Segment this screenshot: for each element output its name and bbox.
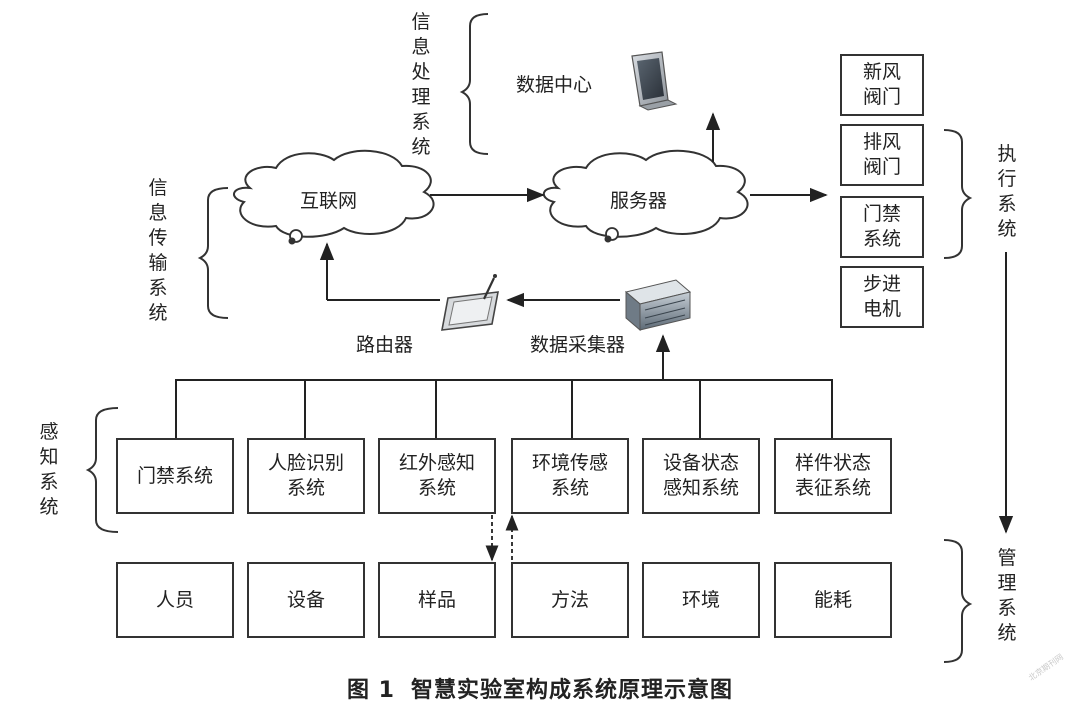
exec-exhaust-valve: 排风阀门 xyxy=(840,124,924,186)
management-label: 管理系统 xyxy=(997,547,1017,644)
perception-environment-sensing: 环境传感系统 xyxy=(511,438,629,514)
management-equipment: 设备 xyxy=(247,562,365,638)
perception-bus xyxy=(175,379,833,438)
collector-icon xyxy=(624,279,692,332)
cloud-internet xyxy=(233,149,435,245)
perception-infrared: 红外感知系统 xyxy=(378,438,496,514)
management-methods: 方法 xyxy=(511,562,629,638)
figure-number: 图 1 xyxy=(347,678,395,703)
cloud-server xyxy=(543,149,749,243)
bracket-execution xyxy=(943,129,973,259)
router-label: 路由器 xyxy=(356,334,414,356)
data-center-label: 数据中心 xyxy=(516,74,593,96)
bracket-perception xyxy=(85,407,119,533)
exec-stepper-motor: 步进电机 xyxy=(840,266,924,328)
internet-label: 互联网 xyxy=(300,190,358,212)
perception-face-recognition: 人脸识别系统 xyxy=(247,438,365,514)
figure-caption: 图 1 智慧实验室构成系统原理示意图 xyxy=(0,672,1080,704)
bracket-info-transmission xyxy=(197,187,229,319)
router-icon xyxy=(441,274,499,331)
info-transmission-label: 信息传输系统 xyxy=(148,177,168,324)
perception-label: 感知系统 xyxy=(39,421,59,518)
perception-sample-status: 样件状态表征系统 xyxy=(774,438,892,514)
management-environment: 环境 xyxy=(642,562,760,638)
execution-label: 执行系统 xyxy=(997,143,1017,240)
server-label: 服务器 xyxy=(610,190,668,212)
exec-fresh-air-valve: 新风阀门 xyxy=(840,54,924,116)
perception-device-status: 设备状态感知系统 xyxy=(642,438,760,514)
bracket-management xyxy=(943,539,973,663)
management-energy: 能耗 xyxy=(774,562,892,638)
management-personnel: 人员 xyxy=(116,562,234,638)
figure-title: 智慧实验室构成系统原理示意图 xyxy=(410,678,733,703)
management-samples: 样品 xyxy=(378,562,496,638)
collector-label: 数据采集器 xyxy=(530,334,626,356)
bracket-info-processing xyxy=(459,13,489,155)
brackets xyxy=(85,13,973,663)
exec-access-control: 门禁系统 xyxy=(840,196,924,258)
perception-access-control: 门禁系统 xyxy=(116,438,234,514)
info-processing-label: 信息处理系统 xyxy=(411,11,431,158)
monitor-icon xyxy=(631,51,678,111)
